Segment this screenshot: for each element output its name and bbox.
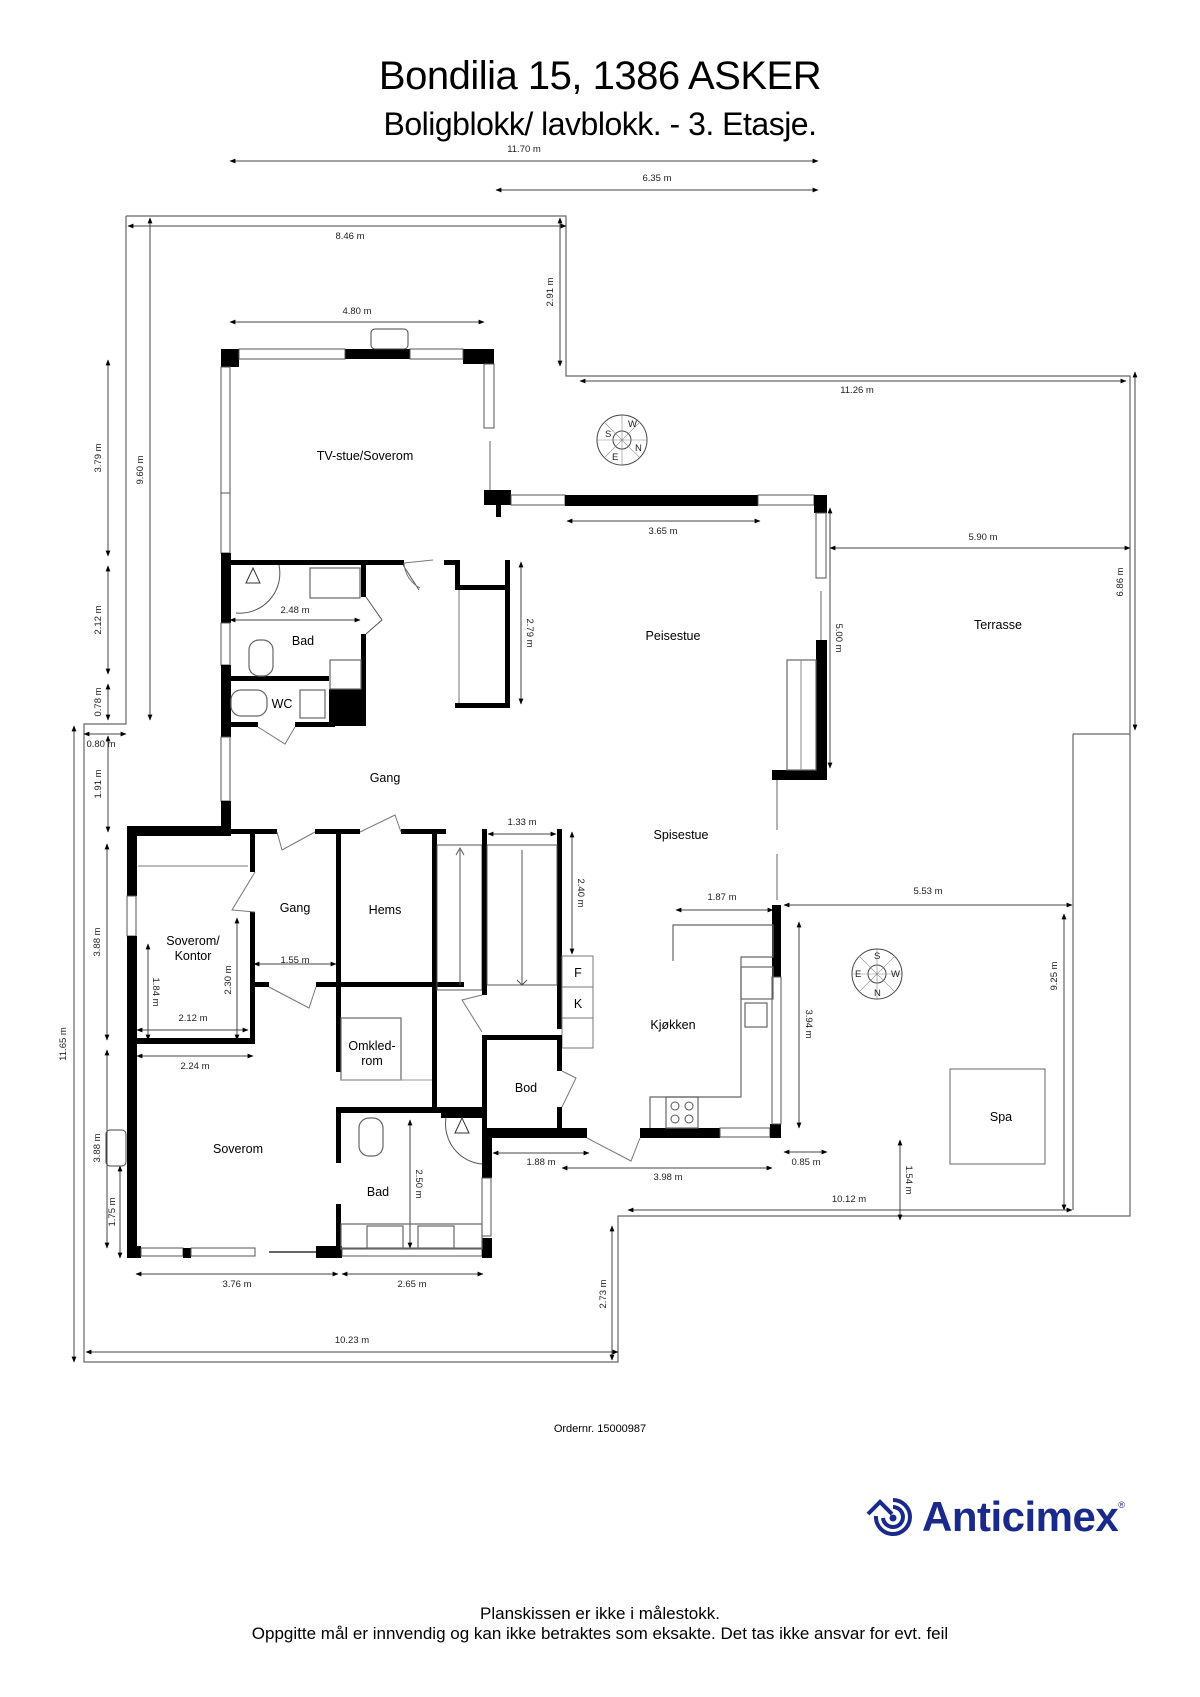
dim-0-78: 0.78 m (93, 687, 104, 716)
dim-3-94: 3.94 m (803, 1009, 814, 1038)
toilet-icon (248, 639, 274, 677)
svg-text:W: W (891, 969, 900, 980)
dim-6-86: 6.86 m (1115, 567, 1126, 596)
brand-name: Anticimex (922, 1493, 1119, 1540)
dim-1-84: 1.84 m (150, 977, 161, 1006)
fridge-label: F (574, 966, 582, 980)
disclaimer-scale: Planskissen er ikke i målestokk. (480, 1604, 720, 1623)
address-title: Bondilia 15, 1386 ASKER (378, 54, 822, 98)
room-bad-upper: Bad (292, 634, 314, 648)
stove-icon (665, 1096, 699, 1129)
dim-0-80: 0.80 m (86, 739, 115, 750)
svg-text:N: N (635, 443, 642, 454)
compass-rose-icon: S W N E (851, 948, 903, 1000)
room-tv-stue: TV-stue/Soverom (317, 449, 414, 463)
dim-1-75: 1.75 m (107, 1197, 118, 1226)
room-bad-lower: Bad (367, 1185, 389, 1199)
dim-1-54: 1.54 m (903, 1165, 914, 1194)
dim-2-48: 2.48 m (280, 605, 309, 616)
dim-1-55: 1.55 m (280, 955, 309, 966)
dim-5-53: 5.53 m (913, 886, 942, 897)
floor-subtitle: Boligblokk/ lavblokk. - 3. Etasje. (383, 106, 817, 142)
room-spisestue: Spisestue (654, 828, 709, 842)
dim-2-12-b: 2.12 m (178, 1013, 207, 1024)
dim-4-80: 4.80 m (342, 306, 371, 317)
staircase (436, 829, 562, 1029)
dim-0-85: 0.85 m (791, 1157, 820, 1168)
dim-1-88: 1.88 m (526, 1157, 555, 1168)
toilet-icon (358, 1117, 384, 1157)
room-hems: Hems (369, 903, 402, 917)
toilet-icon (230, 689, 268, 717)
walls (105, 328, 1046, 1258)
dim-3-88-a: 3.88 m (92, 927, 103, 956)
dim-2-91: 2.91 m (545, 277, 556, 306)
dim-2-12: 2.12 m (93, 605, 104, 634)
dim-9-60: 9.60 m (135, 455, 146, 484)
brand-registered-mark: ® (1118, 1500, 1125, 1510)
dim-8-46: 8.46 m (335, 231, 364, 242)
dim-5-90: 5.90 m (968, 532, 997, 543)
svg-text:W: W (628, 419, 637, 430)
dim-3-98: 3.98 m (653, 1172, 682, 1183)
dim-2-40: 2.40 m (575, 878, 586, 907)
dim-3-88-b: 3.88 m (92, 1133, 103, 1162)
shower-icon (245, 566, 261, 584)
dim-1-87: 1.87 m (707, 892, 736, 903)
room-omkledrom: rom (361, 1054, 383, 1068)
room-kjokken: Kjøkken (650, 1018, 695, 1032)
dim-6-35: 6.35 m (642, 173, 671, 184)
disclaimer-measurements: Oppgitte mål er innvendig og kan ikke be… (251, 1624, 949, 1643)
svg-text:E: E (855, 969, 861, 980)
room-omkledrom: Omkled- (348, 1039, 395, 1053)
dim-3-76: 3.76 m (222, 1279, 251, 1290)
anticimex-logo-icon (866, 1498, 912, 1536)
dim-11-65: 11.65 m (58, 1027, 69, 1061)
dim-9-25: 9.25 m (1049, 961, 1060, 990)
room-terrasse: Terrasse (974, 618, 1022, 632)
dim-2-79: 2.79 m (524, 618, 535, 647)
svg-text:S: S (874, 951, 880, 962)
terrace-outline (83, 215, 1131, 1363)
dim-2-65: 2.65 m (397, 1279, 426, 1290)
dim-10-12: 10.12 m (832, 1194, 866, 1205)
dim-1-33: 1.33 m (507, 817, 536, 828)
room-soverom: Soverom (213, 1142, 263, 1156)
dim-3-79: 3.79 m (93, 443, 104, 472)
dimension-lines: 11.70 m 6.35 m 8.46 m 9.60 m 2.91 m 4.80… (58, 144, 1138, 1363)
room-soverom-kontor: Kontor (175, 949, 212, 963)
room-gang-small: Gang (280, 901, 311, 915)
room-wc: WC (272, 697, 293, 711)
room-soverom-kontor: Soverom/ (166, 934, 220, 948)
room-gang-main: Gang (370, 771, 401, 785)
dim-11-70: 11.70 m (507, 144, 541, 155)
room-spa: Spa (990, 1110, 1012, 1124)
svg-text:S: S (605, 429, 611, 440)
order-number: Ordernr. 15000987 (553, 1423, 647, 1435)
svg-text:E: E (612, 452, 618, 463)
dim-10-23: 10.23 m (335, 1335, 369, 1346)
dim-5-00: 5.00 m (833, 623, 844, 652)
compass-rose-icon: W S N E (596, 414, 648, 466)
freezer-label: K (574, 997, 583, 1011)
dim-11-26: 11.26 m (840, 385, 874, 396)
room-bod: Bod (515, 1081, 537, 1095)
dim-2-50: 2.50 m (413, 1169, 424, 1198)
dim-1-91: 1.91 m (93, 769, 104, 798)
room-labels: TV-stue/Soverom Bad WC Peisestue Terrass… (166, 449, 1022, 1199)
dim-2-73: 2.73 m (598, 1279, 609, 1308)
anticimex-logo: Anticimex ® (866, 1492, 1125, 1542)
dim-3-65: 3.65 m (648, 526, 677, 537)
dim-2-30: 2.30 m (223, 965, 234, 994)
dim-2-24: 2.24 m (180, 1061, 209, 1072)
svg-text:N: N (874, 988, 881, 999)
shower-icon (454, 1116, 470, 1134)
room-peisestue: Peisestue (646, 629, 701, 643)
